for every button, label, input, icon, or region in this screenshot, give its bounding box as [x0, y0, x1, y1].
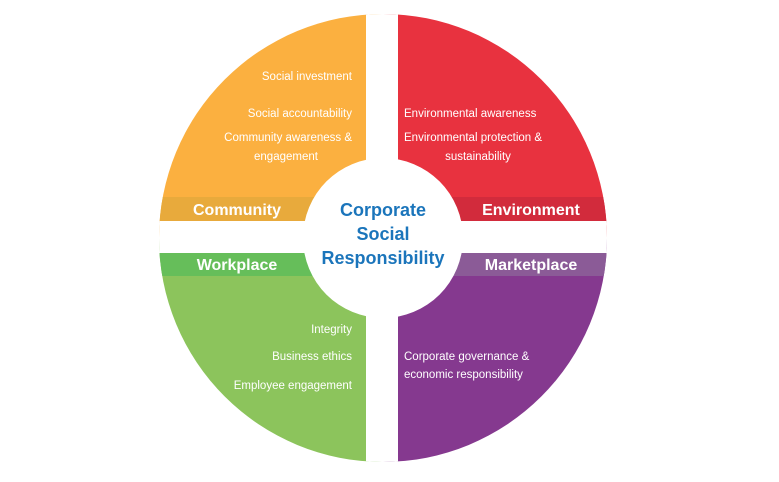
workplace-label: Workplace	[197, 257, 278, 274]
environment-label: Environment	[482, 202, 580, 219]
marketplace-label: Marketplace	[485, 257, 578, 274]
workplace-item: Integrity	[311, 324, 352, 336]
community-item: engagement	[254, 151, 319, 163]
marketplace-item: economic responsibility	[404, 369, 523, 381]
environment-item: Environmental protection &	[404, 132, 542, 144]
environment-item: Environmental awareness	[404, 108, 537, 120]
workplace-item: Employee engagement	[234, 380, 353, 392]
title-line: Social	[356, 224, 409, 244]
marketplace-item: Corporate governance &	[404, 351, 530, 363]
community-item: Social accountability	[248, 108, 352, 120]
community-label: Community	[193, 202, 281, 219]
title-line: Corporate	[340, 200, 426, 220]
community-item: Social investment	[262, 71, 353, 83]
environment-item: sustainability	[445, 151, 511, 163]
community-item: Community awareness &	[224, 132, 352, 144]
workplace-item: Business ethics	[272, 351, 352, 363]
center-circle	[303, 158, 463, 318]
title-line: Responsibility	[321, 248, 444, 268]
